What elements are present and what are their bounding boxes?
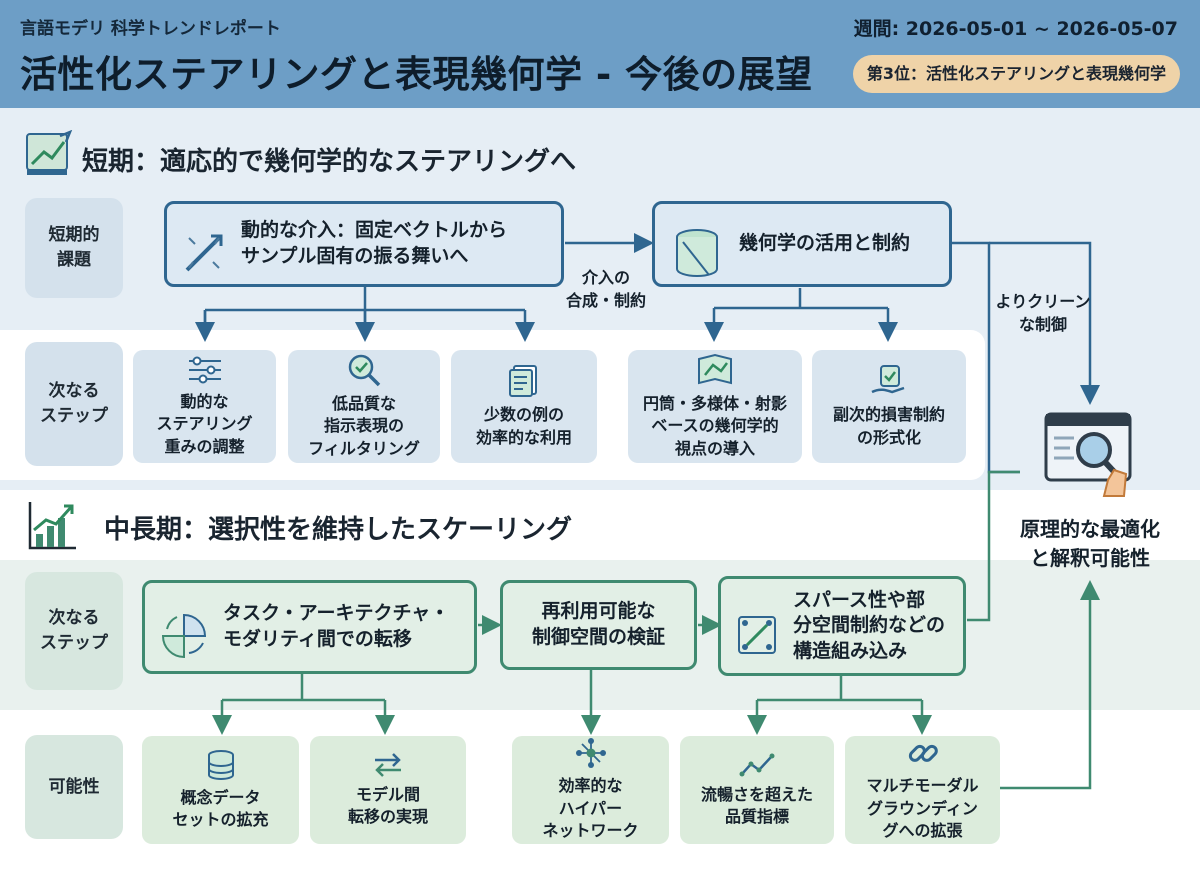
goal-screen-magnifier-icon — [1044, 410, 1136, 506]
reusable-control-space-label: 再利用可能な 制御空間の検証 — [531, 600, 665, 648]
short-term-title: 短期：適応的で幾何学的なステアリングへ — [82, 147, 577, 177]
card-filtering: 低品質な 指示表現の フィルタリング — [288, 350, 440, 463]
card-concept-dataset: 概念データ セットの拡充 — [142, 736, 299, 844]
card-side-effect-constraint-label: 副次的損害制約 の形式化 — [832, 405, 945, 447]
dynamic-arrows-icon — [181, 204, 227, 283]
report-period: 週間: 2026-05-01 ~ 2026-05-07 — [853, 18, 1178, 40]
card-geometric-perspective: 円筒・多様体・射影 ベースの幾何学的 視点の導入 — [628, 350, 802, 463]
goal-label: 原理的な最適化 と解釈可能性 — [1020, 517, 1160, 570]
row-label-possibility: 可能性 — [25, 735, 123, 839]
mid-term-title: 中長期：選択性を維持したスケーリング — [104, 515, 573, 545]
manifold-map-icon — [698, 353, 732, 385]
card-multimodal-grounding: マルチモーダル グラウンディン グへの拡張 — [845, 736, 1000, 844]
row-label-mid-term-next: 次なる ステップ — [25, 572, 123, 690]
card-concept-dataset-label: 概念データ セットの拡充 — [172, 787, 269, 829]
sliders-icon — [188, 356, 221, 384]
steering-chart-icon — [24, 129, 74, 182]
rank-badge: 第3位：活性化ステアリングと表現幾何学 — [852, 55, 1180, 93]
row-label-short-term-challenge: 短期的 課題 — [25, 198, 123, 298]
database-icon — [207, 749, 234, 780]
geometry-label: 幾何学の活用と制約 — [739, 232, 911, 255]
document-list-icon — [509, 365, 537, 398]
geometry-box: 幾何学の活用と制約 — [652, 201, 952, 287]
card-filtering-label: 低品質な 指示表現の フィルタリング — [308, 393, 420, 458]
composition-connector-label: 介入の 合成・制約 — [565, 268, 646, 311]
transfer-box: タスク・アーキテクチャ・ モダリティ間での転移 — [142, 580, 477, 674]
dynamic-intervention-box: 動的な介入：固定ベクトルから サンプル固有の振る舞いへ — [164, 201, 564, 287]
transfer-cycle-icon — [159, 585, 209, 668]
line-trend-icon — [739, 753, 775, 777]
card-multimodal-grounding-label: マルチモーダル グラウンディン グへの拡張 — [866, 776, 979, 841]
short-term-header-band — [0, 108, 1200, 190]
cleaner-control-label: よりクリーン な制御 — [995, 292, 1091, 335]
reusable-control-space-box: 再利用可能な 制御空間の検証 — [500, 580, 697, 670]
card-geometric-perspective-label: 円筒・多様体・射影 ベースの幾何学的 視点の導入 — [642, 393, 787, 458]
card-hypernetwork-label: 効率的な ハイパー ネットワーク — [542, 776, 639, 841]
network-nodes-icon — [575, 738, 606, 769]
card-few-shot-label: 少数の例の 効率的な利用 — [475, 405, 572, 447]
transfer-label: タスク・アーキテクチャ・ モダリティ間での転移 — [223, 602, 450, 650]
card-quality-metric: 流暢さを超えた 品質指標 — [680, 736, 834, 844]
card-dynamic-weights-label: 動的な ステアリング 重みの調整 — [156, 391, 253, 456]
cylinder-icon — [669, 199, 725, 288]
dynamic-intervention-label: 動的な介入：固定ベクトルから サンプル固有の振る舞いへ — [241, 219, 508, 267]
sparse-structure-icon — [735, 587, 779, 664]
card-cross-model-transfer-label: モデル間 転移の実現 — [347, 784, 428, 826]
row-label-short-term-next: 次なる ステップ — [25, 342, 123, 466]
card-side-effect-constraint: 副次的損害制約 の形式化 — [812, 350, 966, 463]
magnifier-check-icon — [348, 354, 381, 387]
brand-label: 言語モデリ 科学トレンドレポート — [20, 19, 281, 39]
card-quality-metric-label: 流暢さを超えた 品質指標 — [700, 784, 813, 826]
card-dynamic-weights: 動的な ステアリング 重みの調整 — [133, 350, 276, 463]
swap-arrows-icon — [375, 752, 401, 777]
structure-label: スパース性や部 分空間制約などの 構造組み込み — [793, 588, 946, 662]
growth-bar-chart-icon — [26, 500, 78, 556]
structure-box: スパース性や部 分空間制約などの 構造組み込み — [718, 576, 966, 676]
chain-link-icon — [908, 745, 938, 763]
mid-term-header-band — [0, 490, 985, 560]
card-hypernetwork: 効率的な ハイパー ネットワーク — [512, 736, 669, 844]
hand-shield-check-icon — [871, 365, 905, 394]
card-cross-model-transfer: モデル間 転移の実現 — [310, 736, 466, 844]
page-title: 活性化ステアリングと表現幾何学 - 今後の展望 — [20, 53, 813, 96]
card-few-shot: 少数の例の 効率的な利用 — [451, 350, 597, 463]
